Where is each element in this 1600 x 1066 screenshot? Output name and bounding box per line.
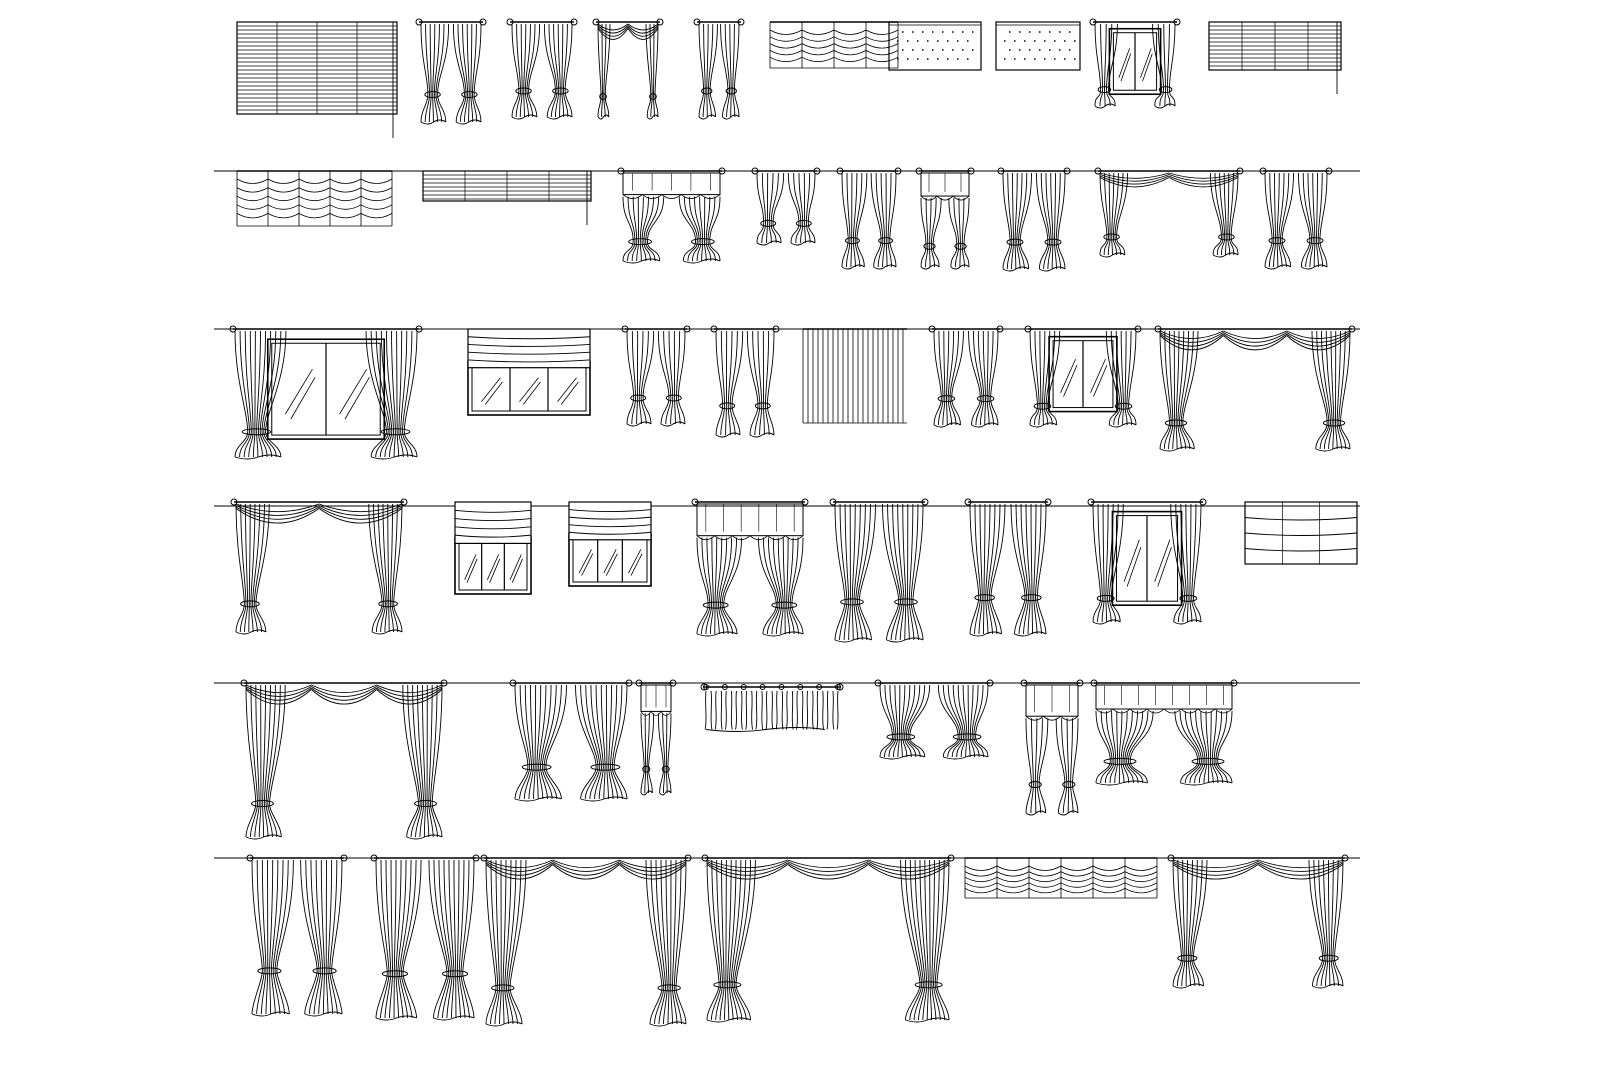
festoon-blind [769, 21, 899, 69]
tied-curtain-pair [370, 854, 480, 1021]
tied-curtain-pair [829, 498, 929, 643]
valance-curtain [635, 679, 677, 796]
tied-curtain-pair [509, 679, 633, 802]
valance-curtain [617, 167, 726, 264]
roman-blind-window [467, 328, 591, 416]
vertical-blind [802, 328, 907, 424]
row-1 [236, 18, 1342, 138]
tied-curtain-pair [928, 325, 1004, 428]
tied-curtain-pair [874, 679, 994, 760]
cafe-curtain [700, 683, 844, 732]
swag-curtain-pair [1167, 854, 1349, 989]
tied-curtain-pair [964, 498, 1052, 637]
valance-curtain [1090, 679, 1238, 786]
swag-curtain-pair [240, 679, 448, 840]
tied-curtain-pair [836, 167, 902, 270]
roman-blind-window [568, 501, 652, 587]
swag-curtain-pair [1094, 167, 1244, 258]
patterned-blind [995, 21, 1081, 71]
festoon-blind [964, 857, 1158, 899]
curtain-window [1089, 18, 1181, 109]
swag-curtain-pair [230, 498, 408, 635]
tied-curtain-pair [246, 854, 348, 1017]
valance-curtain [1020, 679, 1084, 816]
festoon-blind [236, 170, 393, 227]
swag-curtain-pair [1154, 325, 1356, 452]
curtain-window [1087, 498, 1207, 625]
tied-curtain-pair [1259, 167, 1333, 270]
row-4 [214, 498, 1360, 643]
row-6 [214, 854, 1360, 1027]
tied-curtain-pair [506, 18, 578, 120]
row-5 [214, 679, 1360, 840]
roman-blind-window [454, 501, 532, 595]
tied-curtain-pair [751, 167, 821, 246]
tied-curtain-pair [415, 18, 487, 125]
tied-curtain-pair [621, 325, 691, 427]
curtain-window [229, 325, 423, 460]
venetian-blind [1208, 21, 1342, 94]
row-3 [214, 325, 1360, 460]
venetian-blind [422, 170, 592, 225]
valance-curtain [691, 498, 809, 637]
curtain-window [1024, 325, 1142, 428]
swag-curtain-pair [592, 18, 664, 120]
tied-curtain-pair [693, 18, 745, 120]
venetian-blind [236, 21, 398, 138]
row-2 [214, 167, 1360, 272]
swag-curtain-pair [701, 854, 955, 1023]
patterned-blind [888, 21, 982, 71]
tied-curtain-pair [997, 167, 1071, 272]
swag-curtain-pair [480, 854, 692, 1027]
valance-curtain [915, 167, 975, 270]
roman-blind [1244, 501, 1358, 565]
tied-curtain-pair [710, 325, 780, 438]
